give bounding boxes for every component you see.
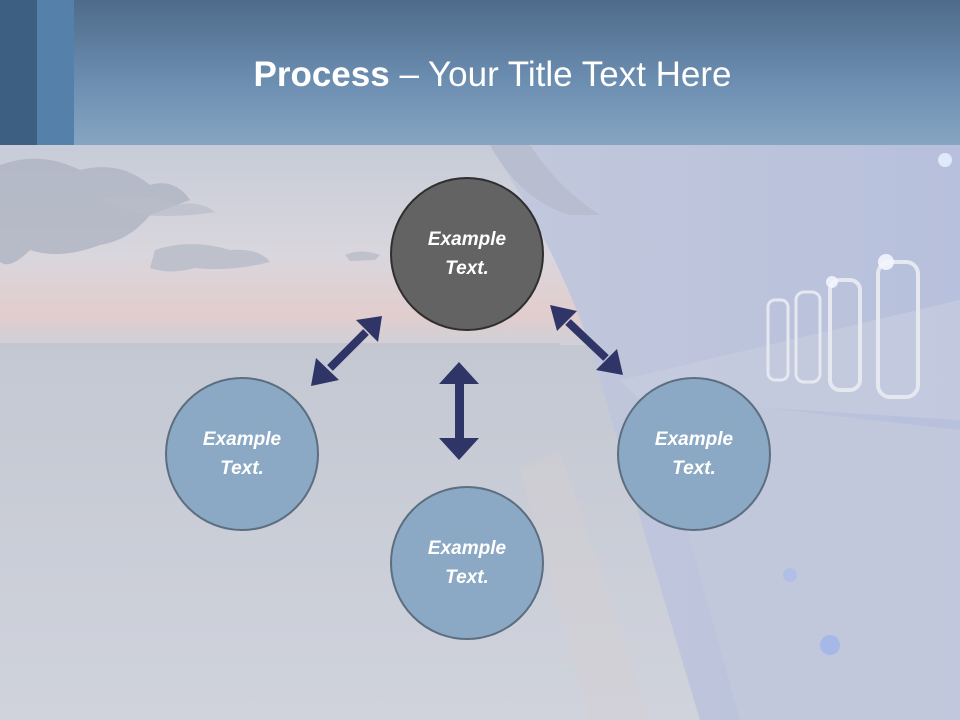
process-node-left[interactable]: Example Text.	[165, 377, 319, 531]
arrow-top-right[interactable]	[550, 305, 623, 375]
process-node-top-label: Example Text.	[427, 229, 507, 279]
process-node-left-label: Example Text.	[202, 429, 282, 479]
title-bar-accent-dark	[0, 0, 37, 145]
process-node-right-label: Example Text.	[654, 429, 734, 479]
process-node-bottom[interactable]: Example Text.	[390, 486, 544, 640]
process-node-bottom-label: Example Text.	[427, 538, 507, 588]
arrow-center-vertical[interactable]	[439, 362, 479, 460]
slide-title[interactable]: Process – Your Title Text Here	[0, 52, 960, 98]
title-bar: Process – Your Title Text Here	[0, 0, 960, 145]
title-bold-word: Process	[253, 55, 390, 94]
process-node-right[interactable]: Example Text.	[617, 377, 771, 531]
title-rest: – Your Title Text Here	[389, 55, 732, 94]
title-bar-accent-light	[37, 0, 74, 145]
arrow-top-left[interactable]	[311, 316, 382, 386]
process-node-top[interactable]: Example Text.	[390, 177, 544, 331]
